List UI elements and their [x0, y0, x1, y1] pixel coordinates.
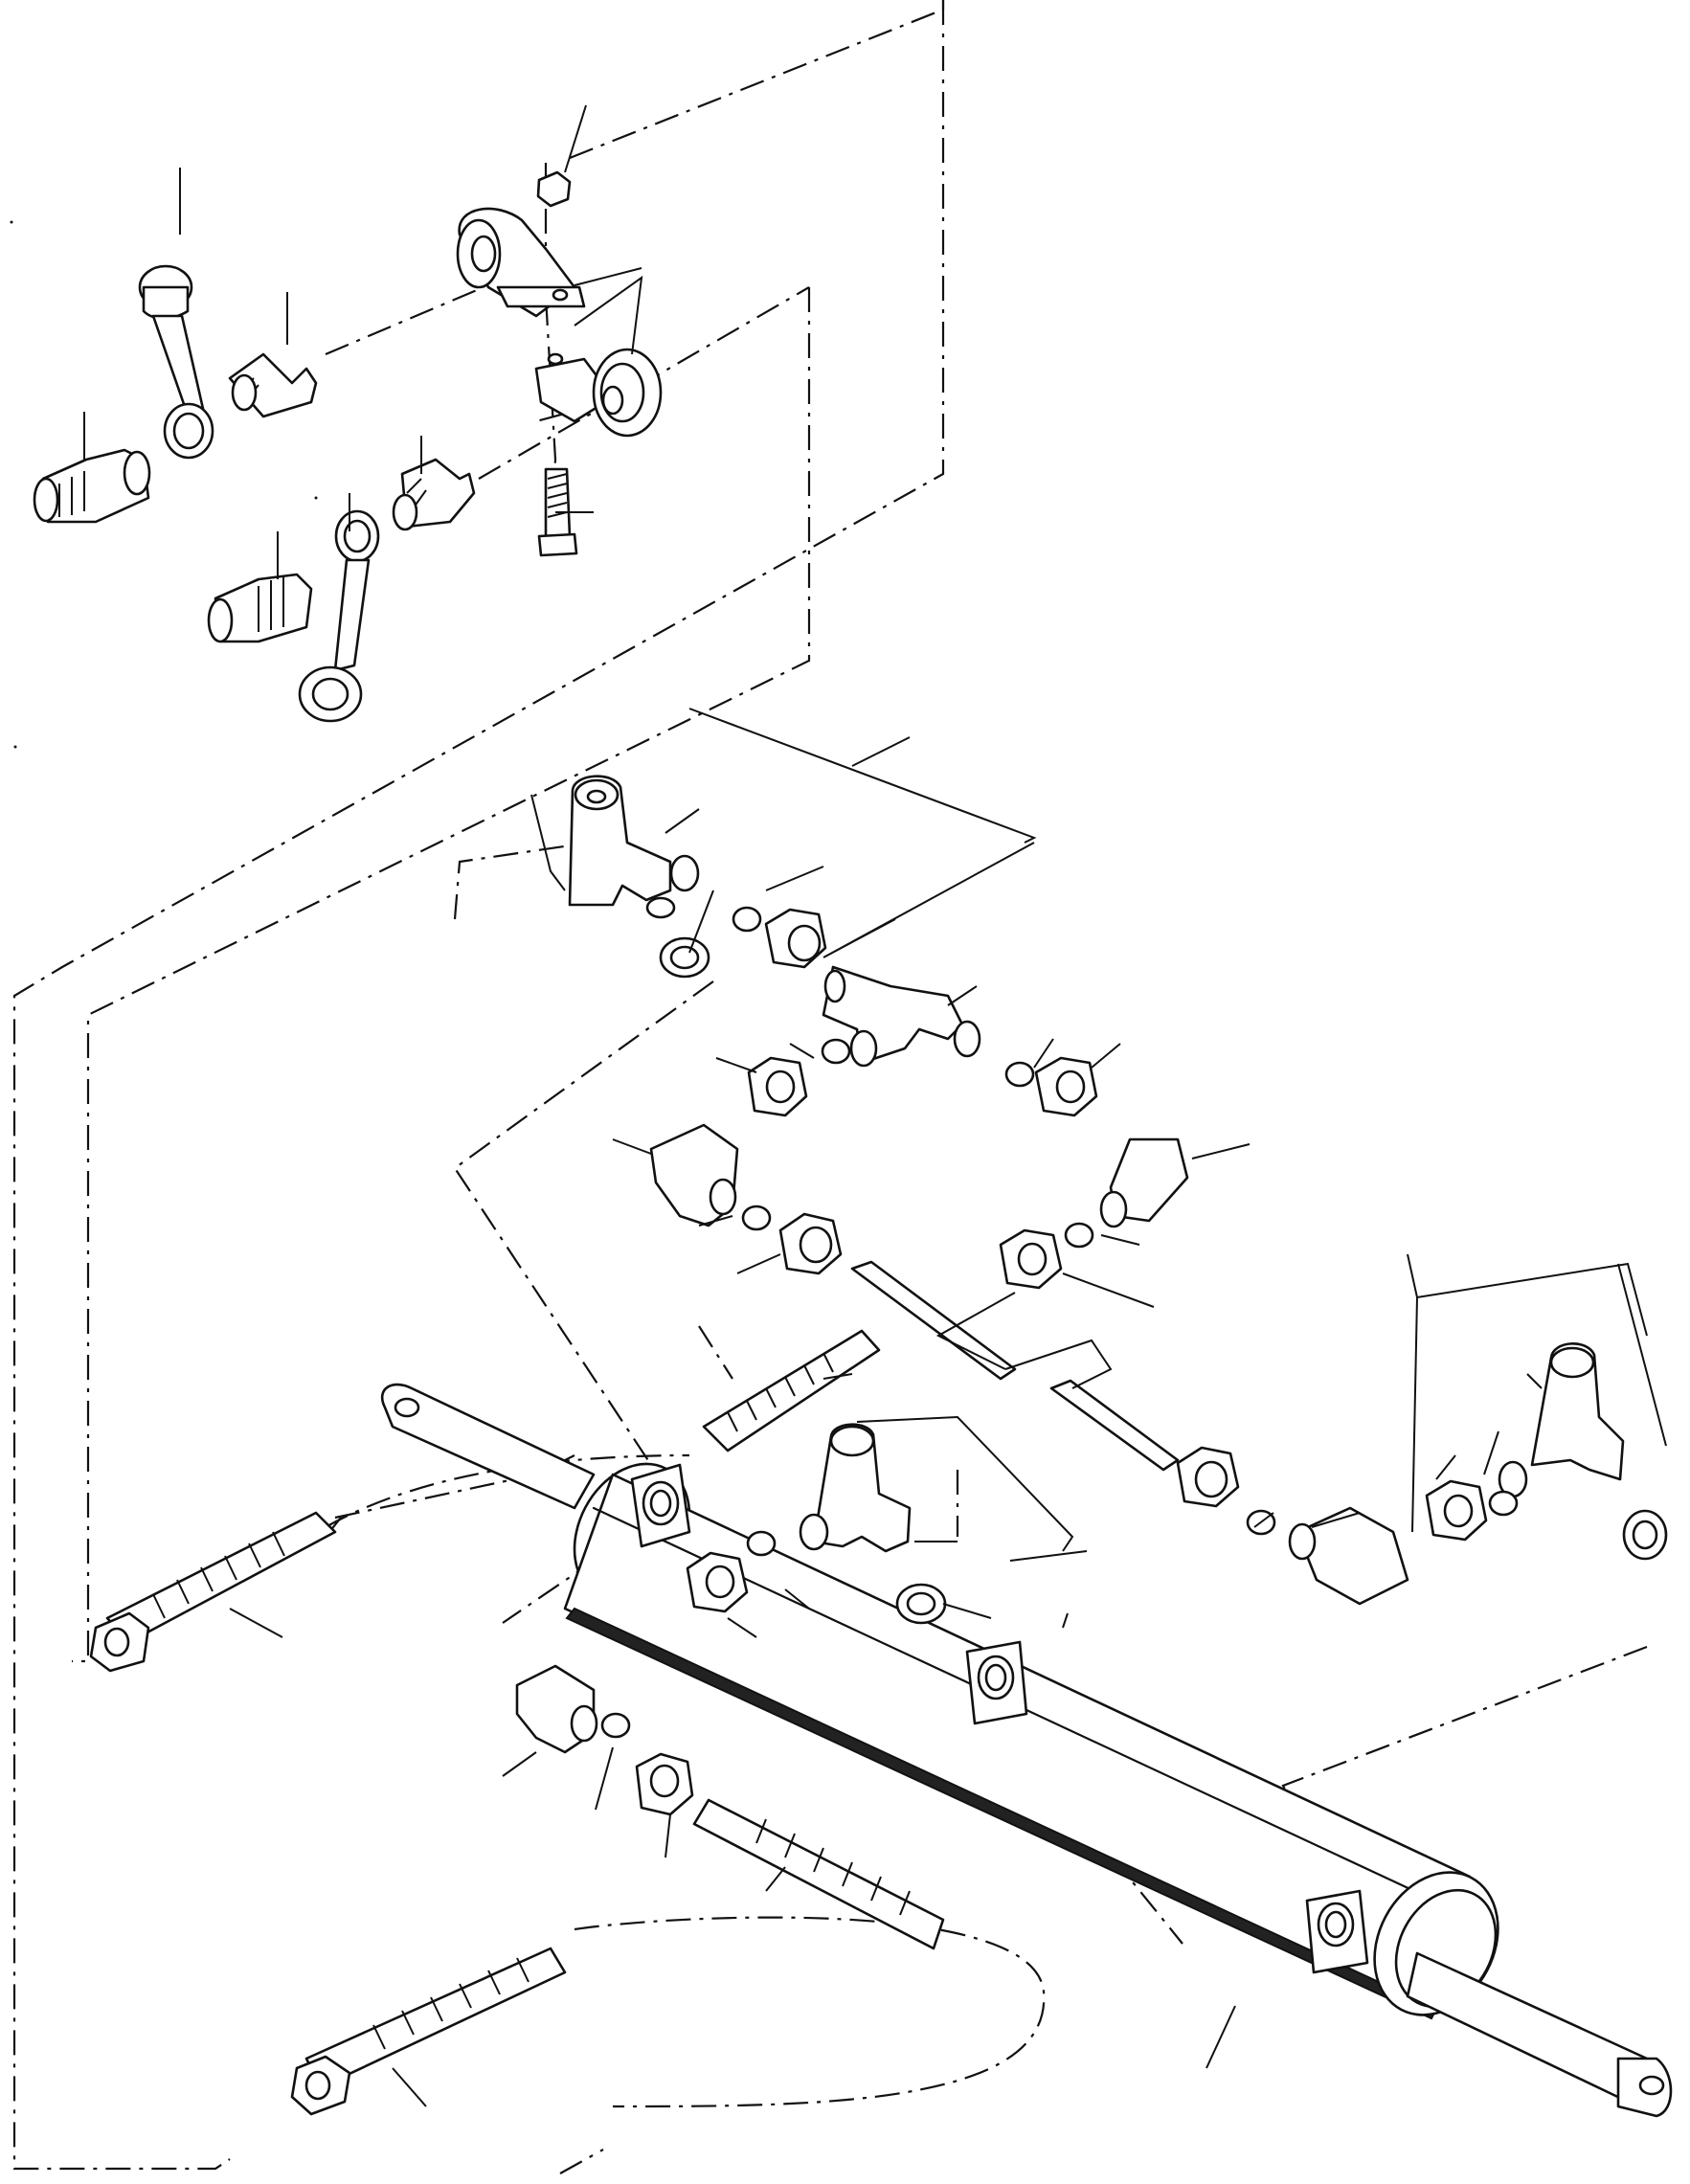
rigid-tubes [850, 1260, 1180, 1472]
elbow-fittings [515, 1123, 1409, 1754]
hoses [89, 1329, 945, 2116]
bolt [537, 467, 578, 557]
callout-leaders [83, 104, 1667, 2107]
banjo-fittings [568, 775, 1625, 1553]
link-arm-upper [138, 264, 214, 460]
steering-cylinder [380, 1383, 1673, 2118]
adapter-fittings [228, 352, 476, 531]
piston-rod [1406, 1951, 1649, 2104]
link-arm-lower [298, 509, 380, 723]
tube-nuts [635, 908, 1488, 1816]
scan-marks [10, 220, 318, 749]
pivot-bracket-lower [534, 348, 663, 438]
nut [536, 170, 572, 208]
pivot-bracket-upper [456, 207, 586, 318]
quick-couplers [33, 448, 313, 643]
seal-washers [659, 936, 1668, 1625]
tee-fitting [822, 965, 981, 1068]
sleeves [600, 906, 1519, 1739]
